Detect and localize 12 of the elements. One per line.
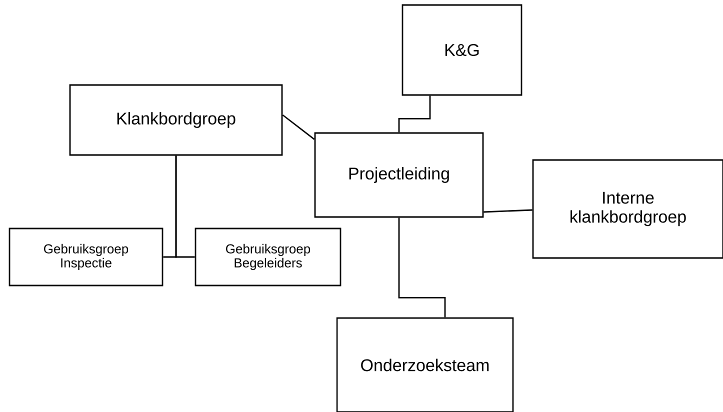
connector-line [484,209,532,213]
box: Interne klankbordgroep [532,159,723,259]
connector-line [398,218,446,318]
box: Gebruiksgroep Inspectie [8,228,164,286]
connector-line [282,114,315,140]
connector-line [175,156,195,258]
box: K&G [402,4,522,96]
box: Projectleiding [314,132,484,218]
box: Klankbordgroep [69,84,283,156]
connector-line [398,96,431,132]
box: Onderzoeksteam [336,317,514,412]
box: Gebruiksgroep Begeleiders [194,228,342,286]
